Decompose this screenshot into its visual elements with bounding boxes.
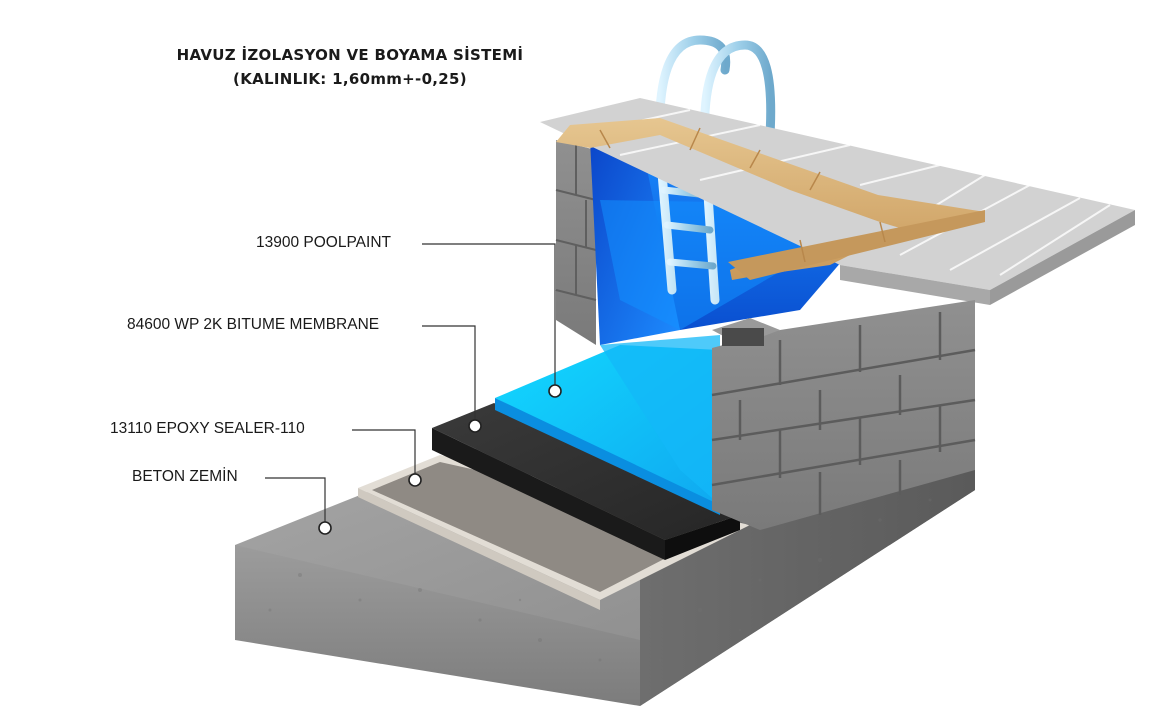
leader-beton xyxy=(265,477,326,526)
brick-wall-left xyxy=(555,140,597,345)
marker-membrane xyxy=(468,419,482,433)
diagram-subtitle: (KALINLIK: 1,60mm+-0,25) xyxy=(233,70,467,88)
brick-wall-right xyxy=(711,300,976,530)
label-beton-zemin: BETON ZEMİN xyxy=(132,468,238,485)
label-epoxy-sealer: 13110 EPOXY SEALER-110 xyxy=(110,420,305,437)
marker-beton xyxy=(318,521,332,535)
leader-membrane xyxy=(422,325,476,424)
label-poolpaint: 13900 POOLPAINT xyxy=(256,234,391,251)
bitumen-membrane-layer xyxy=(432,403,740,560)
marker-sealer xyxy=(408,473,422,487)
leader-sealer xyxy=(352,429,416,478)
epoxy-sealer-layer xyxy=(358,455,750,610)
leader-lines xyxy=(265,243,556,526)
leader-poolpaint xyxy=(422,243,556,390)
marker-poolpaint xyxy=(548,384,562,398)
label-bitume-membrane: 84600 WP 2K BITUME MEMBRANE xyxy=(127,316,380,333)
coping-stones xyxy=(556,118,985,280)
callout-markers xyxy=(318,384,562,535)
diagram-title: HAVUZ İZOLASYON VE BOYAMA SİSTEMİ xyxy=(176,46,524,64)
